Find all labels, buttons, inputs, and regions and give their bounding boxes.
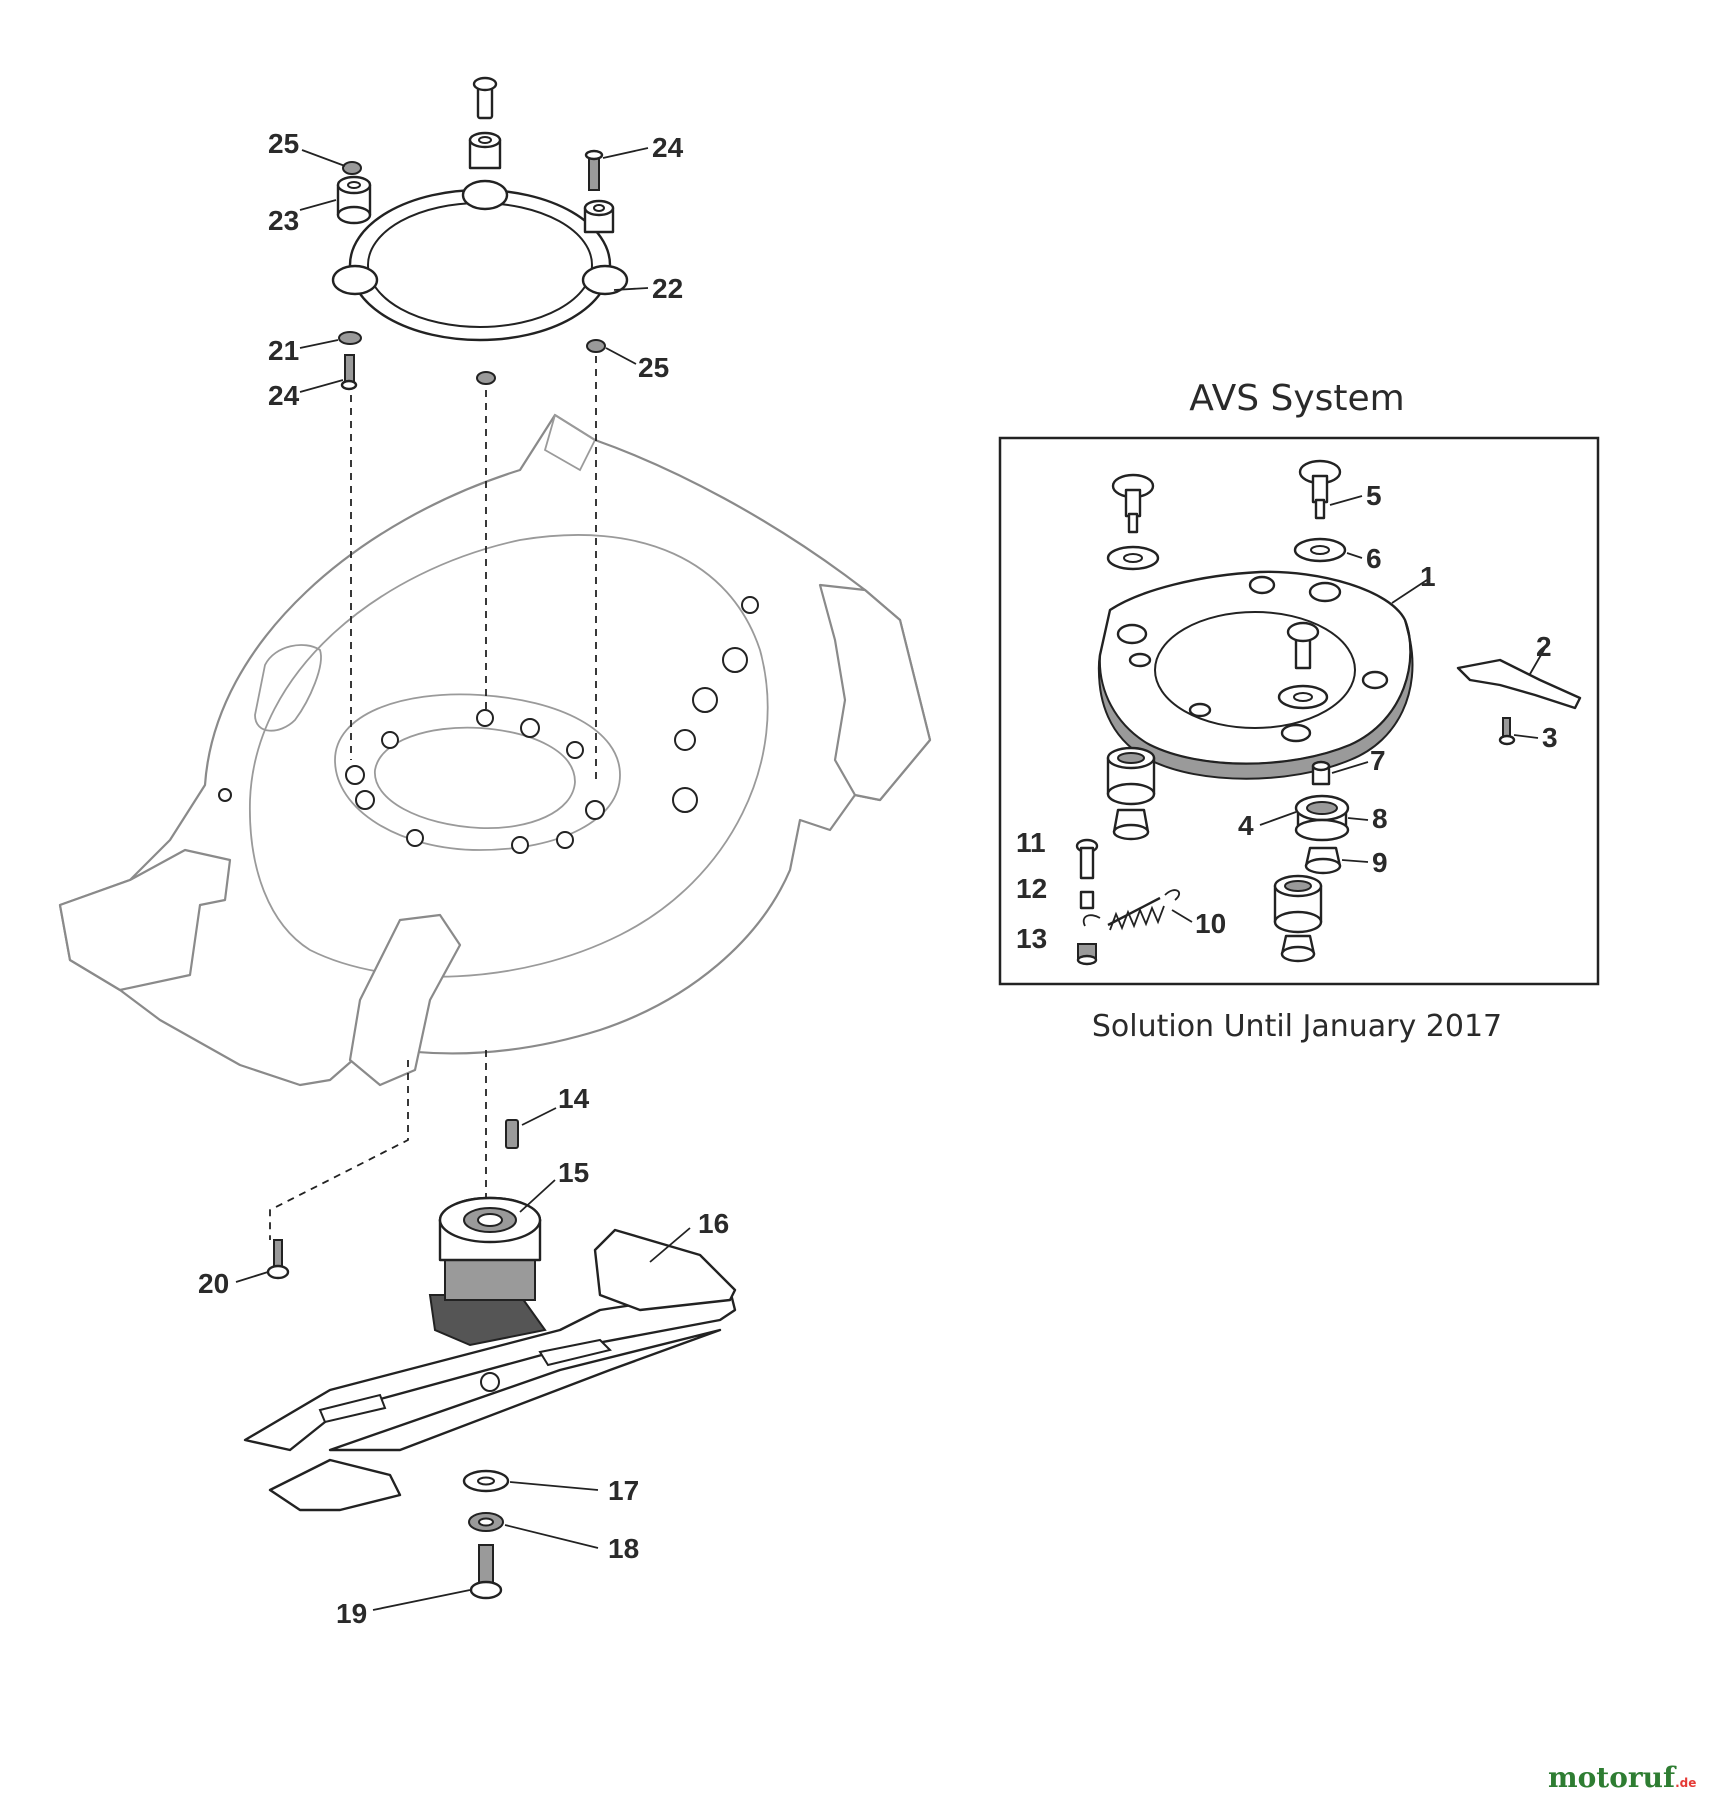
callout-5: 5 [1366,480,1382,511]
callout-9: 9 [1372,847,1388,878]
bushing-right [583,199,615,234]
top-bracket-ring [331,179,629,342]
inset-title: AVS System [1189,378,1405,419]
spindle-15 [428,1196,547,1347]
brand-suffix: .de [1675,1776,1696,1790]
center-bushing [468,131,502,170]
callout-24-lower: 24 [268,380,300,411]
callout-16: 16 [698,1208,729,1239]
avs-nut-13 [1076,943,1098,966]
avs-grommet-left [1112,808,1150,841]
brand-logo: motoruf.de [1548,1761,1696,1794]
callout-1: 1 [1420,561,1436,592]
avs-bracket-2 [1456,658,1582,710]
inset-caption: Solution Until January 2017 [1092,1009,1502,1044]
avs-pin-12 [1079,890,1095,910]
bolt-24-top [584,149,604,191]
avs-damper-lower [1273,874,1323,934]
callout-8: 8 [1372,803,1388,834]
nut-25-top [342,161,362,175]
avs-pin-left [1111,473,1155,534]
avs-grommet-9 [1304,846,1342,875]
blade-16 [243,1228,737,1512]
nut-25-right [586,339,606,353]
bushing-23 [336,175,372,225]
avs-damper-left [1106,746,1156,806]
nut-center [476,371,496,385]
callout-25-right: 25 [638,352,669,383]
avs-pin-5 [1298,459,1342,520]
callout-12: 12 [1016,873,1047,904]
avs-screw-3 [1498,717,1516,746]
callout-10: 10 [1195,908,1226,939]
svg-text:motoruf.de: motoruf.de [1548,1761,1696,1794]
avs-washer-6 [1293,537,1347,563]
bolt-19 [469,1544,503,1600]
avs-bearing-4 [1294,794,1350,842]
callout-13: 13 [1016,923,1047,954]
main-callouts: 25 24 23 22 21 24 25 14 15 16 20 17 18 1… [198,128,729,1629]
avs-center-post [1277,621,1329,710]
avs-plate-1 [1097,570,1414,780]
deck-bolt-holes [345,709,605,854]
avs-spring-10 [1082,889,1180,931]
brand-name: motoruf [1548,1761,1677,1794]
avs-inset: AVS System Solution Until January 2017 [998,378,1600,1044]
callout-18: 18 [608,1533,639,1564]
callout-22: 22 [652,273,683,304]
washer-18 [468,1512,504,1532]
callout-19: 19 [336,1598,367,1629]
callout-7: 7 [1370,745,1386,776]
callout-6: 6 [1366,543,1382,574]
callout-21: 21 [268,335,299,366]
callout-25-top: 25 [268,128,299,159]
callout-17: 17 [608,1475,639,1506]
avs-grommet-lower [1280,934,1316,963]
main-leader-lines [235,147,691,1611]
key-14 [505,1119,519,1149]
callout-15: 15 [558,1157,589,1188]
callout-20: 20 [198,1268,229,1299]
avs-washer-left [1106,545,1160,571]
mower-deck [58,413,932,1087]
bolt-24-lower [340,354,358,391]
callout-14: 14 [558,1083,590,1114]
callout-2: 2 [1536,631,1552,662]
callout-4: 4 [1238,810,1254,841]
avs-screw-11 [1075,838,1099,880]
callout-3: 3 [1542,722,1558,753]
washer-17 [462,1469,510,1493]
avs-pin-7 [1311,760,1331,786]
bolt-20 [266,1239,290,1280]
washer-21 [338,331,362,345]
callout-23: 23 [268,205,299,236]
top-center-bolt [472,76,498,120]
callout-24-top: 24 [652,132,684,163]
inset-leader-lines [1171,495,1546,923]
assembly-lines [269,356,597,1240]
callout-11: 11 [1016,827,1046,858]
